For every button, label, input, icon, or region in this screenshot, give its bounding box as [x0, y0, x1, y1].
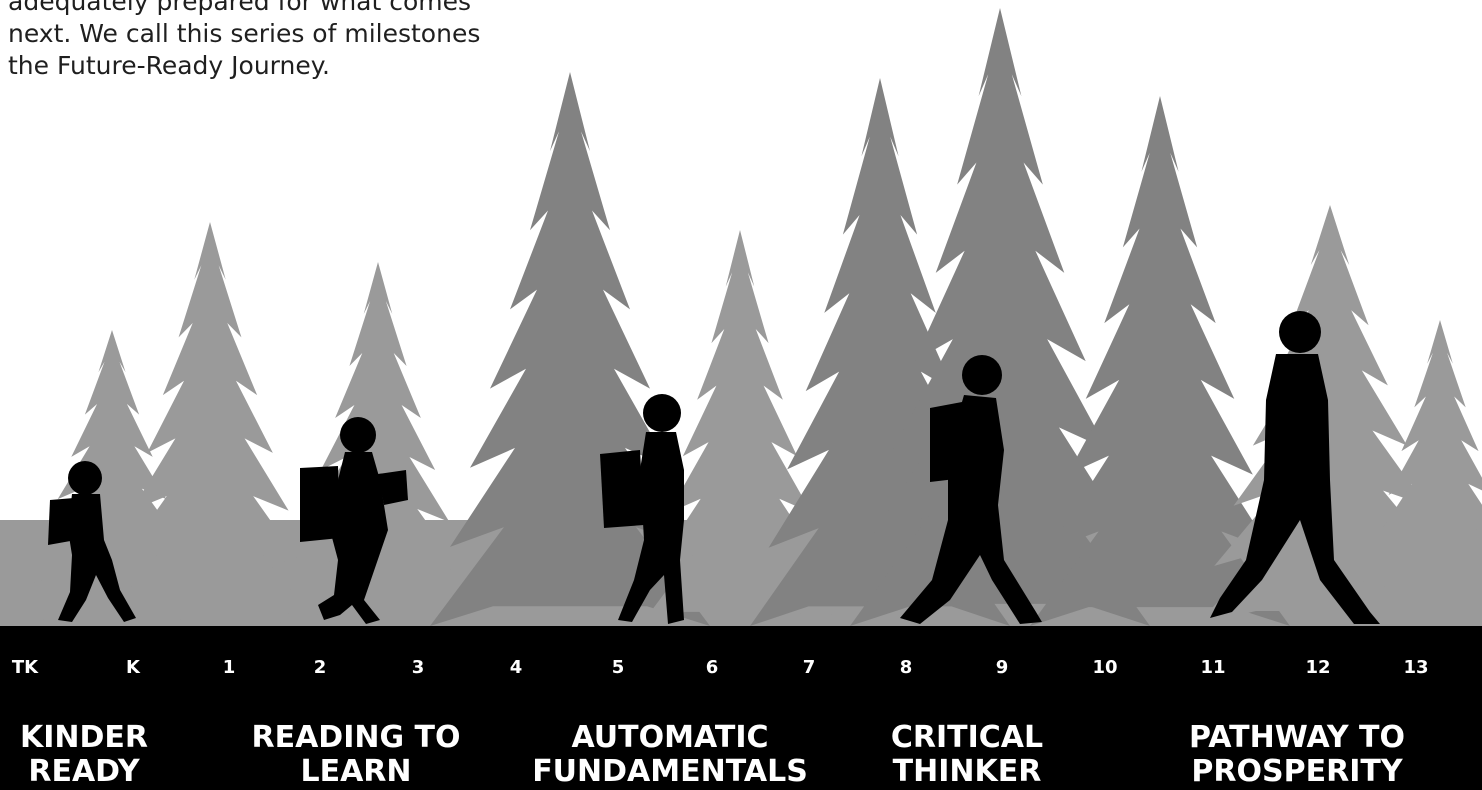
milestone-line: READY — [28, 754, 140, 789]
tree-silhouette — [850, 8, 1150, 626]
grade-label: 8 — [899, 657, 913, 678]
child-silhouette-critical-thinker — [900, 355, 1042, 624]
child-silhouette-reader — [300, 417, 408, 624]
milestone-line: KINDER — [19, 720, 149, 755]
grade-label: 6 — [705, 657, 719, 678]
tree-silhouettes — [0, 8, 1482, 630]
adult-silhouette-pathway — [1210, 311, 1380, 624]
intro-line: next. We call this series of milestones — [8, 19, 481, 48]
forest-scene — [0, 8, 1482, 630]
grade-label: 3 — [411, 657, 425, 678]
milestone-automatic-fundamentals: AUTOMATIC FUNDAMENTALS — [532, 721, 808, 789]
grade-band: TK K 1 2 3 4 5 6 7 8 9 10 11 12 13 KINDE… — [0, 626, 1482, 790]
child-silhouette-fundamentals — [600, 394, 684, 624]
grade-label: 11 — [1200, 657, 1226, 678]
tree-silhouette — [1030, 96, 1290, 626]
milestone-reading-to-learn: READING TO LEARN — [251, 721, 460, 789]
grade-label: 5 — [611, 657, 625, 678]
grade-label: TK — [11, 657, 39, 678]
milestone-line: CRITICAL — [890, 720, 1044, 755]
intro-paragraph: adequately prepared for what comes next.… — [8, 0, 528, 82]
milestone-line: LEARN — [300, 754, 412, 789]
milestone-line: PROSPERITY — [1191, 754, 1403, 789]
tree-silhouette — [1350, 320, 1482, 626]
milestone-line: FUNDAMENTALS — [532, 754, 808, 789]
grade-label: 13 — [1403, 657, 1429, 678]
milestone-line: AUTOMATIC — [571, 720, 769, 755]
grade-label: 9 — [995, 657, 1009, 678]
milestone-pathway-to-prosperity: PATHWAY TO PROSPERITY — [1189, 721, 1405, 789]
grade-label: 7 — [802, 657, 816, 678]
grade-label: 2 — [313, 657, 327, 678]
grade-label: 12 — [1305, 657, 1331, 678]
milestone-critical-thinker: CRITICAL THINKER — [891, 721, 1043, 789]
intro-line: adequately prepared for what comes — [8, 0, 472, 16]
child-silhouette-kinder — [48, 461, 136, 622]
milestone-line: THINKER — [892, 754, 1042, 789]
tree-silhouette — [100, 222, 320, 626]
intro-line: the Future-Ready Journey. — [8, 51, 330, 80]
milestone-line: READING TO — [251, 720, 461, 755]
children-silhouettes — [48, 311, 1380, 624]
grade-label: 1 — [222, 657, 236, 678]
grade-label: K — [126, 657, 140, 678]
milestone-kinder-ready: KINDER READY — [20, 721, 148, 789]
grade-label: 10 — [1092, 657, 1118, 678]
grade-label: 4 — [509, 657, 523, 678]
milestone-line: PATHWAY TO — [1189, 720, 1405, 755]
